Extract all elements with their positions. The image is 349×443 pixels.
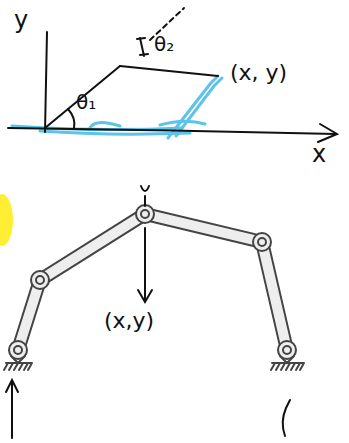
arm-links — [45, 8, 218, 128]
angle-label: θ₁ — [76, 92, 96, 112]
point-label: (x, y) — [230, 62, 287, 84]
point-label: (x,y) — [104, 310, 154, 332]
axis-label: y — [14, 8, 28, 32]
angle-label: θ₂ — [154, 34, 174, 54]
axis-label: x — [312, 142, 326, 166]
linkage — [4, 186, 304, 438]
axes — [8, 32, 337, 142]
highlight-blob — [0, 194, 13, 246]
